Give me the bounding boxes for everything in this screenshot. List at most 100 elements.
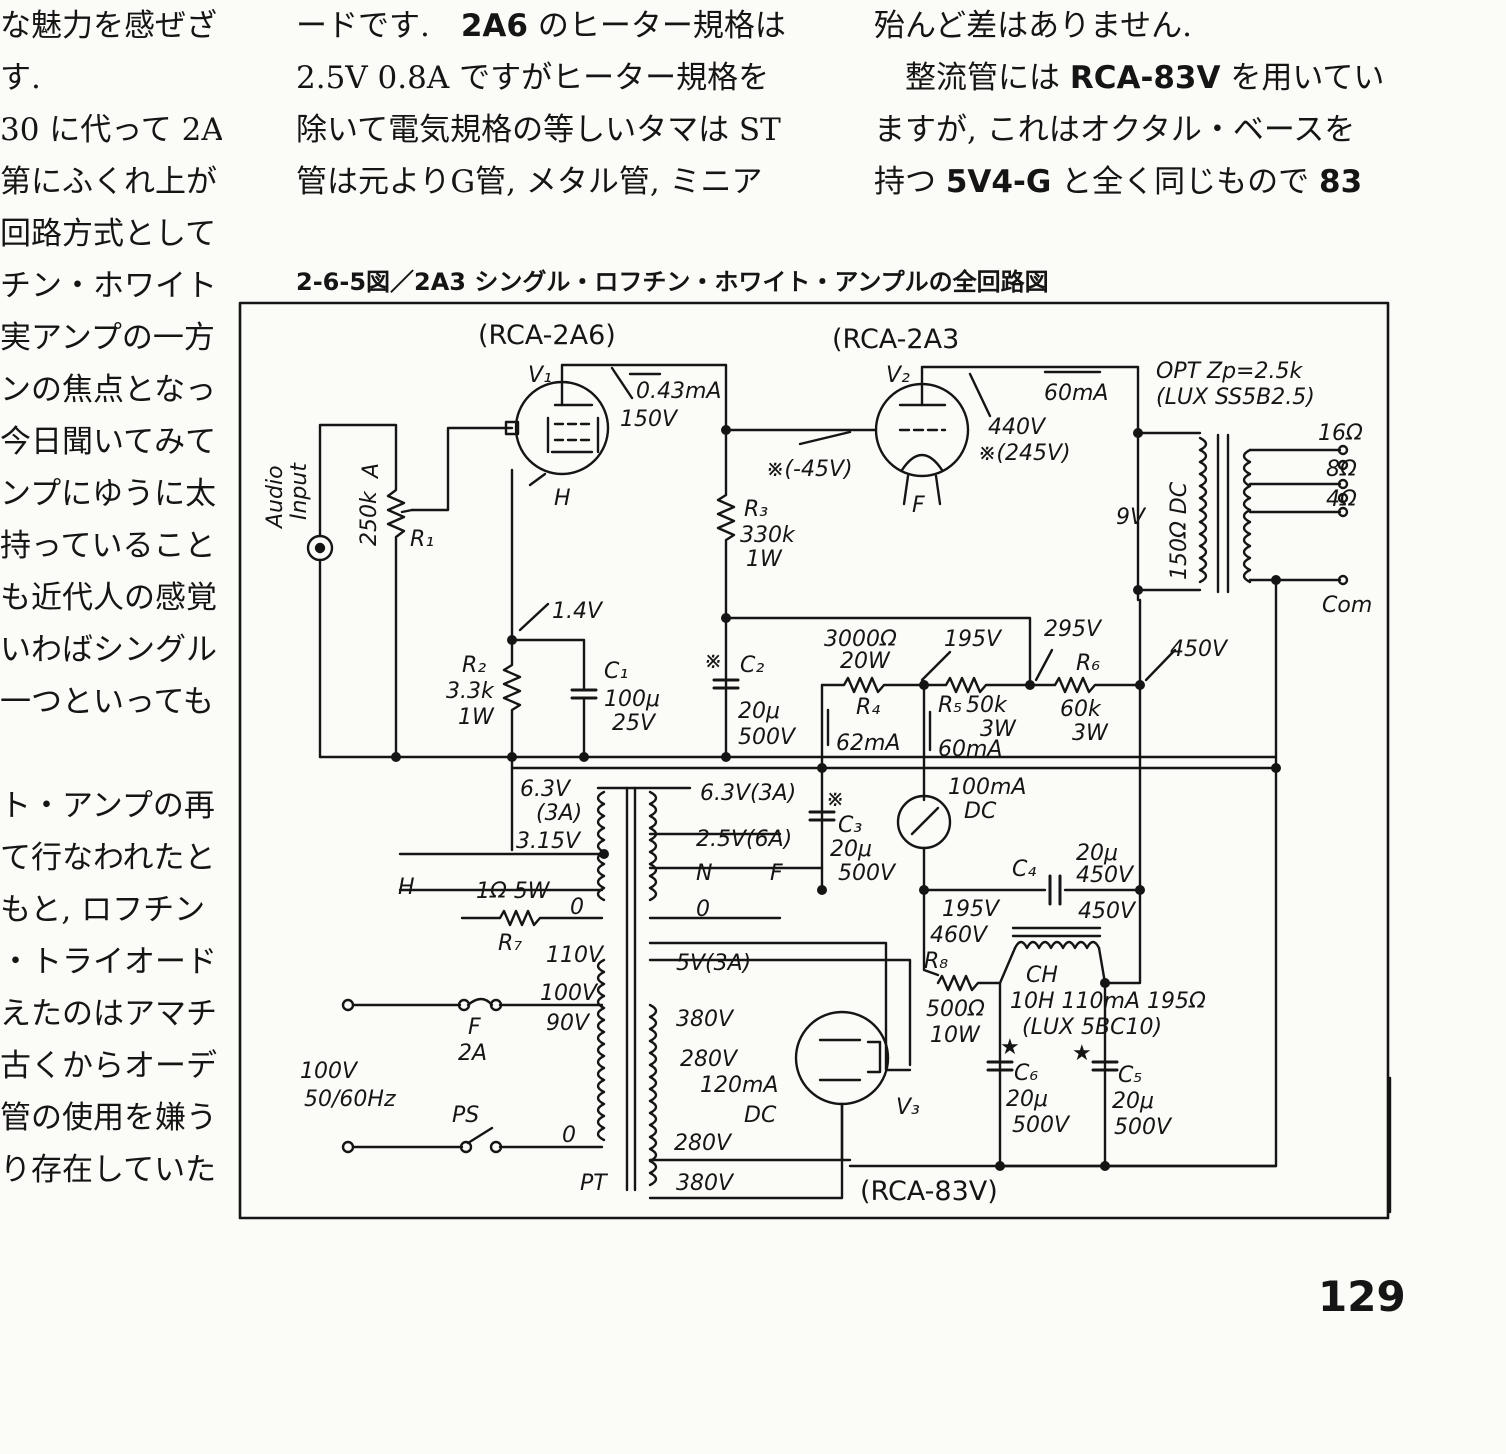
text-line: ードです. 2A6 のヒーター規格は xyxy=(296,8,786,44)
fuse-value: 2A xyxy=(458,1041,487,1066)
r4-current: 62mA xyxy=(836,731,900,756)
page-number: 129 xyxy=(1318,1272,1406,1321)
b-plus-voltage: 450V xyxy=(1170,637,1229,662)
r2-cathode-voltage: 1.4V xyxy=(552,599,604,624)
tube-v1-label: (RCA-2A6) xyxy=(478,320,616,351)
rect-voltage: 460V xyxy=(930,923,989,948)
r5-watt: 3W xyxy=(980,717,1017,742)
r6-watt: 3W xyxy=(1072,721,1109,746)
text-line: ンの焦点となっ xyxy=(0,372,217,408)
text-line: 30 に代って 2A xyxy=(0,112,222,148)
pt-tap: 380V xyxy=(676,1171,735,1196)
mains-voltage: 100V xyxy=(300,1059,359,1084)
c5-designator: C₅ xyxy=(1118,1063,1142,1088)
v2-voltage: 440V xyxy=(988,415,1047,440)
c1-designator: C₁ xyxy=(604,659,628,684)
text-line: チン・ホワイト xyxy=(0,268,217,304)
c2-designator: C₂ xyxy=(740,653,764,678)
text-line: 第にふくれ上が xyxy=(0,164,217,200)
text-line: ンプにゆうに太 xyxy=(0,476,217,512)
c3-voltage: 500V xyxy=(838,861,897,886)
pt-tap: 90V xyxy=(546,1011,591,1036)
v2-filament: F xyxy=(912,493,925,518)
pt-tap: (3A) xyxy=(536,801,582,826)
r5-designator: R₅ xyxy=(938,693,962,718)
r3-value: 330k xyxy=(740,523,796,548)
c5-mark: ★ xyxy=(1072,1041,1092,1066)
r8-watt: 10W xyxy=(930,1023,981,1048)
pt-tap: 5V(3A) xyxy=(676,951,751,976)
c3-value: 20μ xyxy=(830,837,872,862)
pt-tap: 280V xyxy=(674,1131,733,1156)
c4-voltage: 450V xyxy=(1076,863,1135,888)
text-line: えたのはアマチ xyxy=(0,996,217,1032)
r6-voltage: 295V xyxy=(1044,617,1103,642)
pt-tap: 0 xyxy=(562,1123,576,1148)
r4-value: 3000Ω xyxy=(824,627,897,652)
text-line: 一つといっても xyxy=(0,684,214,720)
c5-value: 20μ xyxy=(1112,1089,1154,1114)
v1-current: 0.43mA xyxy=(636,379,721,404)
pt-tap: 100V xyxy=(540,981,599,1006)
pt-tap: 3.15V xyxy=(516,829,582,854)
r6-value: 60k xyxy=(1060,697,1102,722)
pt-tap: 6.3V xyxy=(520,777,572,802)
power-switch-label: PS xyxy=(452,1103,479,1128)
c2-voltage: 500V xyxy=(738,725,797,750)
r2-designator: R₂ xyxy=(462,653,486,678)
rect-voltage: 450V xyxy=(1078,899,1137,924)
text-line: ト・アンプの再 xyxy=(0,788,215,824)
text-line: もと, ロフチン xyxy=(0,892,206,928)
fuse-designator: F xyxy=(468,1015,481,1040)
text-line: 殆んど差はありません. xyxy=(874,8,1192,44)
text-line: 除いて電気規格の等しいタマは ST xyxy=(296,112,781,148)
text-column-middle: ードです. 2A6 のヒーター規格は 2.5V 0.8A ですがヒーター規格を … xyxy=(296,0,816,208)
r4-watt: 20W xyxy=(840,649,891,674)
text-line: 持っていること xyxy=(0,528,216,564)
tube-v3-icon xyxy=(794,1010,890,1106)
opt-secondary-icon xyxy=(1242,448,1252,584)
r2-resistor-icon xyxy=(502,638,522,759)
pt-label: PT xyxy=(580,1171,608,1196)
text-line: す. xyxy=(0,60,41,96)
text-line: て行なわれたと xyxy=(0,840,216,876)
c1-value: 100μ xyxy=(604,687,660,712)
v1-voltage: 150V xyxy=(620,407,679,432)
volume-mark: A xyxy=(359,463,384,480)
c1-voltage: 25V xyxy=(612,711,657,736)
r3-resistor-icon xyxy=(716,428,736,759)
opt-model: (LUX SS5B2.5) xyxy=(1156,385,1315,410)
v1-heater: H xyxy=(554,486,571,511)
opt-dc-resistance: 150Ω DC xyxy=(1167,481,1192,580)
text-line: 管の使用を嫌う xyxy=(0,1100,217,1136)
text-line: ますが, これはオクタル・ベースを xyxy=(874,112,1356,148)
figure-frame xyxy=(238,301,1390,1220)
c2-value: 20μ xyxy=(738,699,780,724)
r2-value: 3.3k xyxy=(446,679,495,704)
opt-label: OPT Zp=2.5k xyxy=(1156,359,1303,384)
r7-value: 1Ω 5W xyxy=(476,879,551,904)
text-line: 実アンプの一方 xyxy=(0,320,215,356)
text-line: な魅力を感ぜざ xyxy=(0,8,217,44)
r8-designator: R₈ xyxy=(924,949,948,974)
rect-voltage: 195V xyxy=(942,897,1001,922)
r4-designator: R₄ xyxy=(856,695,880,720)
text-line: 古くからオーデ xyxy=(0,1048,217,1084)
tube-v2-designator: V₂ xyxy=(886,363,910,388)
r3-watt: 1W xyxy=(746,547,783,572)
pt-tap: 280V xyxy=(680,1047,739,1072)
figure-caption: 2-6-5図／2A3 シングル・ロフチン・ホワイト・アンプルの全回路図 xyxy=(296,268,1049,296)
r5-value: 50k xyxy=(966,693,1008,718)
meter-unit: DC xyxy=(964,799,997,824)
volume-designator: R₁ xyxy=(410,527,434,552)
c6-designator: C₆ xyxy=(1014,1061,1038,1086)
text-line: 今日聞いてみて xyxy=(0,424,217,460)
v2-current: 60mA xyxy=(1044,381,1108,406)
choke-icon xyxy=(1013,940,1101,950)
r6-designator: R₆ xyxy=(1076,651,1100,676)
r8-value: 500Ω xyxy=(926,997,985,1022)
opt-tap-4: 4Ω xyxy=(1326,487,1357,512)
choke-label: CH xyxy=(1026,963,1058,988)
pt-tap: 6.3V(3A) xyxy=(700,781,796,806)
